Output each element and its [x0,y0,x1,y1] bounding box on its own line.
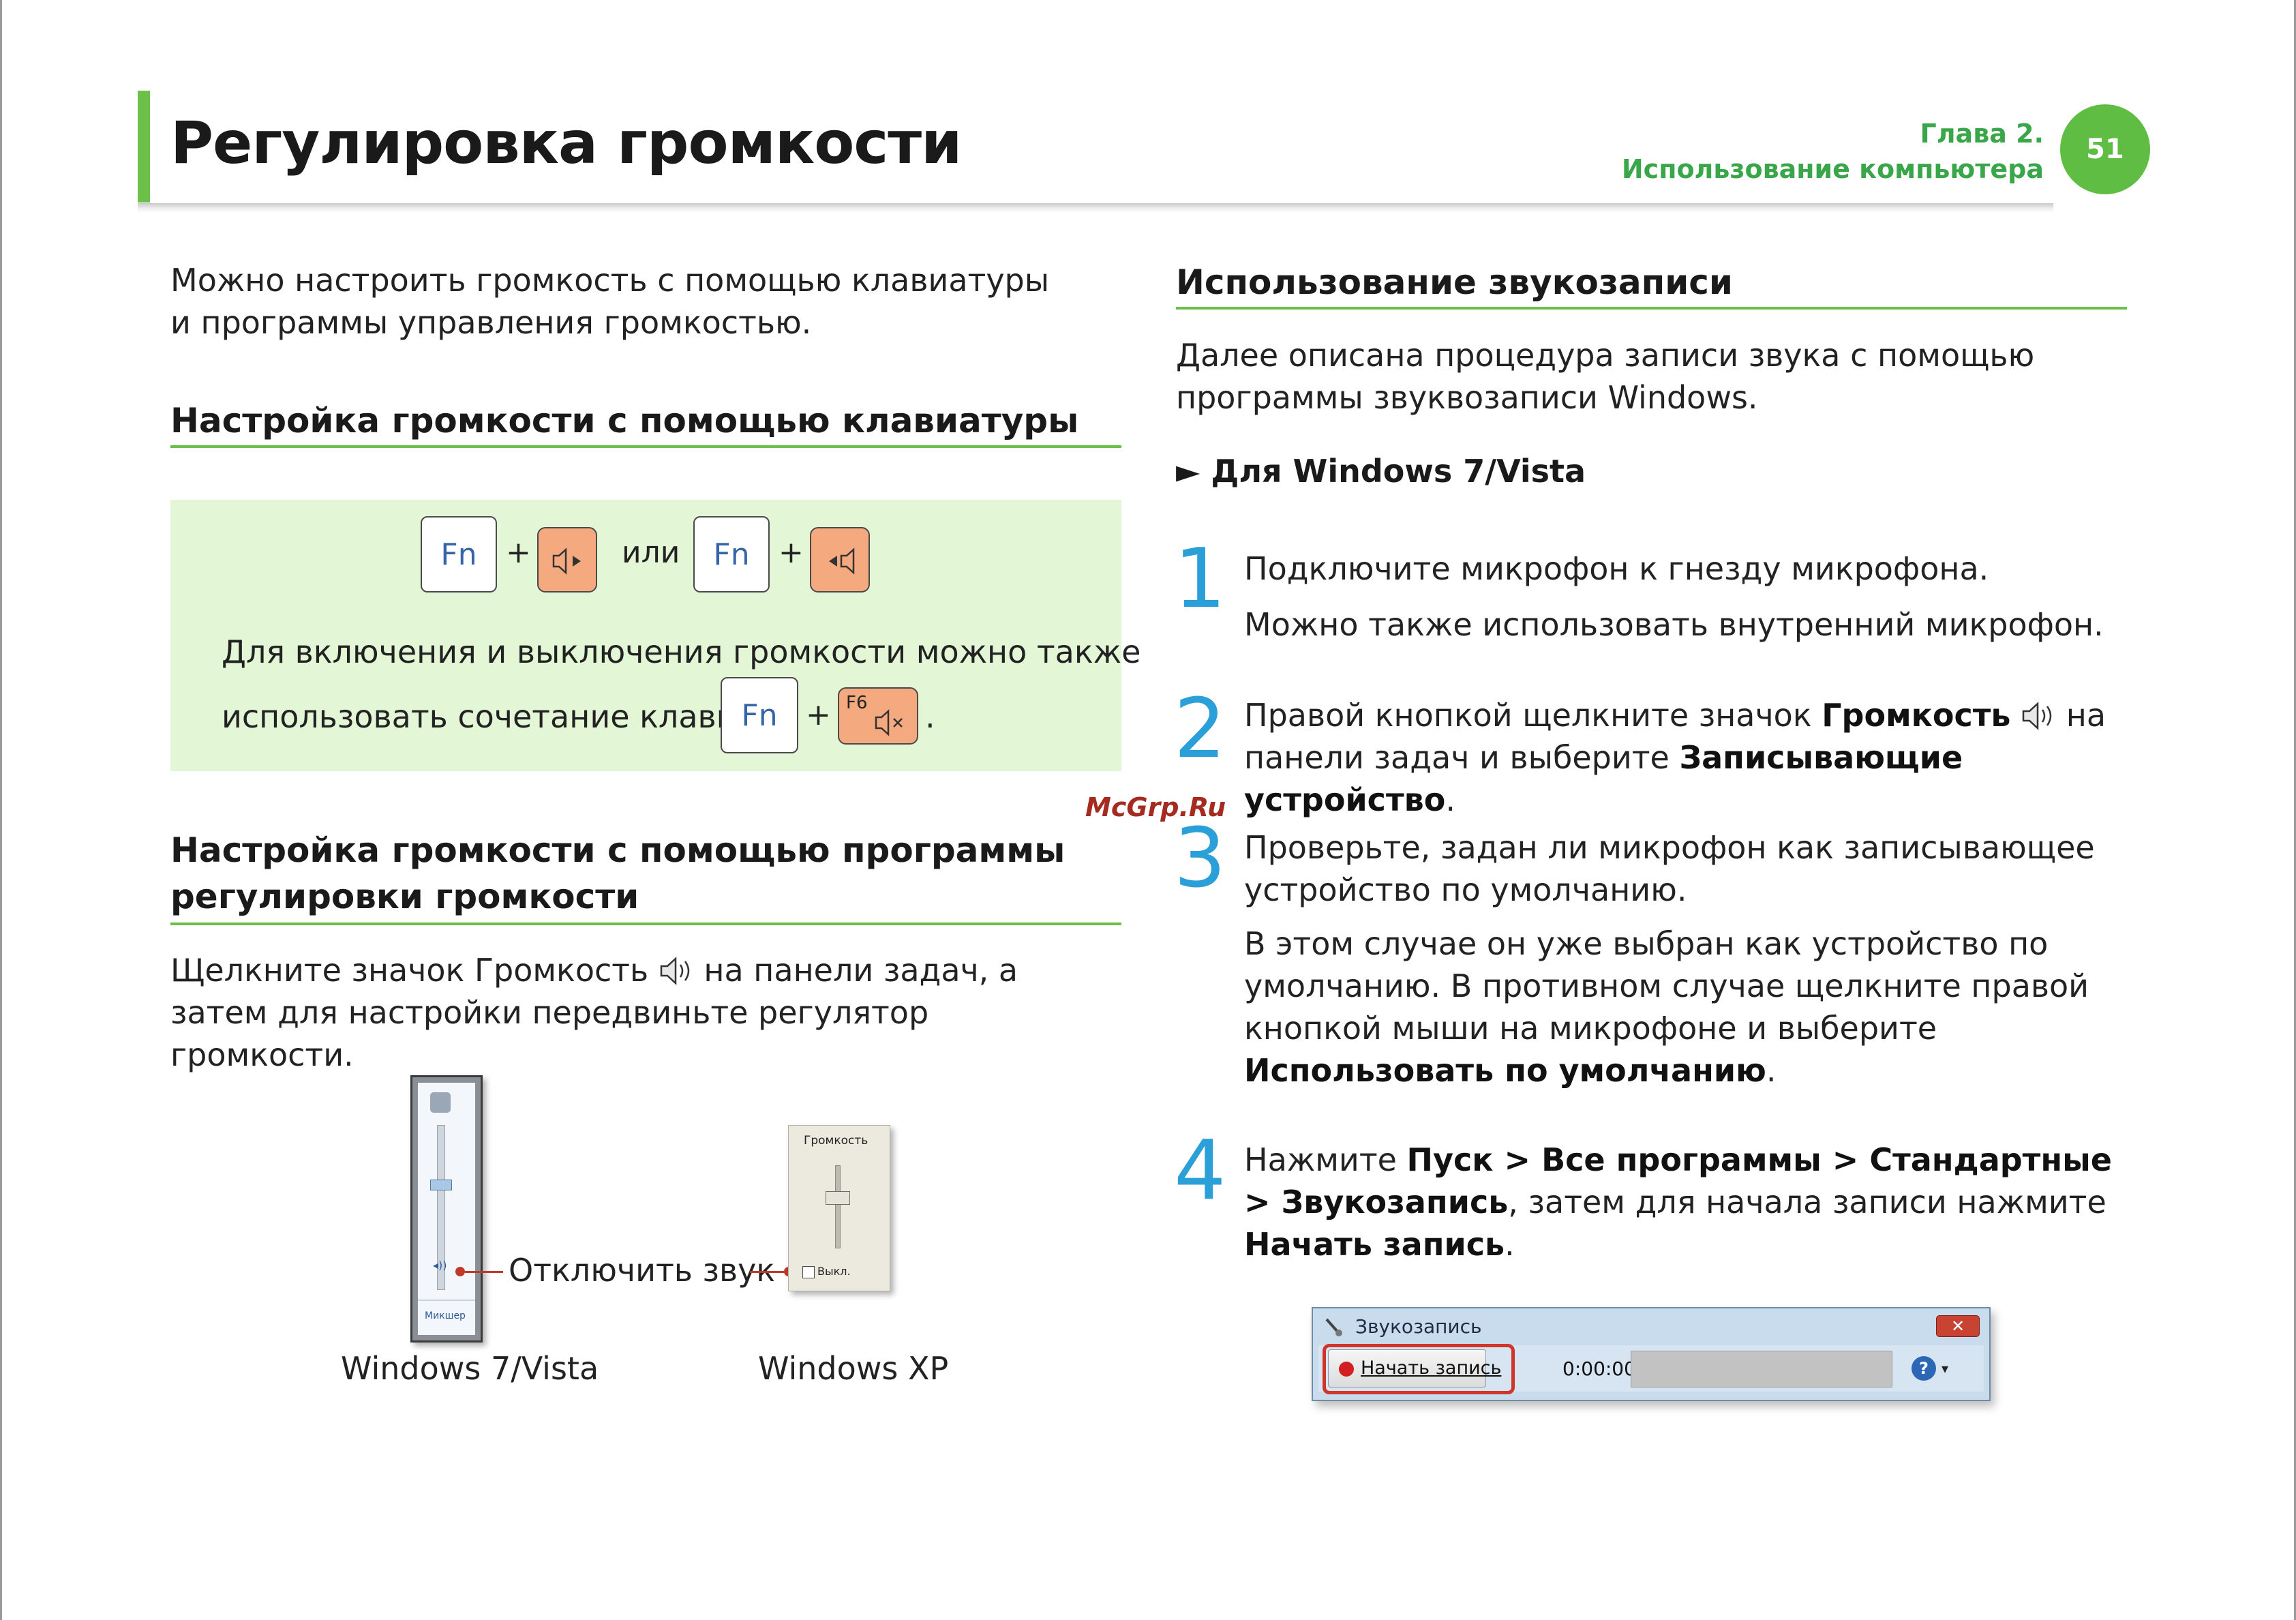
volume-down-key [537,527,597,592]
step-4-text-1: Нажмите [1244,1141,1407,1178]
speaker-icon-step2 [2022,702,2052,730]
step-1-line2: Можно также использовать внутренний микр… [1244,606,2104,643]
volume-down-icon [552,548,581,575]
page-right-edge [2294,0,2296,1620]
step-number-3: 3 [1174,811,1226,906]
start-recording-label: Начать запись [1361,1358,1502,1379]
step-number-4: 4 [1174,1124,1226,1218]
level-meter [1631,1351,1892,1388]
step-4-bold-start: Начать запись [1244,1226,1505,1263]
step-2-text-1: Правой кнопкой щелкните значок [1244,697,1822,734]
volume-program-text-2: на панели задач, а затем для настройки п… [170,952,1018,1073]
step-2-bold-volume: Громкость [1822,697,2011,734]
sound-recorder-window: Звукозапись ✕ Начать запись 0:00:00 ? ▾ [1312,1307,1991,1401]
recorder-title: Звукозапись [1355,1315,1482,1338]
recording-time: 0:00:00 [1562,1358,1636,1380]
section-heading-keyboard: Настройка громкости с помощью клавиатуры [170,401,1079,440]
close-icon[interactable]: ✕ [1936,1315,1980,1337]
f6-label: F6 [846,693,868,713]
winxp-volume-title: Громкость [804,1134,868,1148]
win7-volume-slider[interactable] [430,1180,452,1190]
volume-up-key [810,527,870,592]
callout-line-right [750,1271,788,1273]
start-recording-highlight [1323,1344,1515,1394]
section-rule-program [170,922,1121,925]
mute-text-end: . [925,698,935,735]
mute-icon [875,709,903,736]
win7-mute-icon[interactable]: ◂)) [433,1259,447,1272]
winxp-mute-checkbox[interactable] [802,1266,815,1278]
page-title: Регулировка громкости [170,109,962,177]
section-heading-program-2: регулировки громкости [170,877,639,916]
plus-sign: + [506,535,531,570]
step-number-1: 1 [1174,532,1226,627]
chapter-label: Глава 2. Использование компьютера [1622,116,2044,187]
step-3-bold-default: Использовать по умолчанию [1244,1052,1766,1089]
recording-intro: Далее описана процедура записи звука с п… [1176,337,2035,416]
step-3-text-2: . [1766,1052,1777,1089]
page-left-edge [0,0,2,1620]
callout-line-left [465,1271,503,1273]
winxp-volume-slider[interactable] [826,1191,850,1205]
win7-mixer-divider [418,1300,475,1301]
win7-mixer-link[interactable]: Микшер [425,1310,466,1321]
step-2-text-2: на панели задач и выберите [1244,697,2106,776]
mute-text-line1: Для включения и выключения громкости мож… [222,633,1141,670]
section-rule-keyboard [170,445,1121,448]
title-accent-bar [138,91,150,202]
help-dropdown-arrow[interactable]: ▾ [1942,1360,1949,1377]
step-4-text-2: , затем для начала записи нажмите [1508,1184,2106,1220]
step-3-line1: Проверьте, задан ли микрофон как записыв… [1244,829,2095,908]
help-icon[interactable]: ? [1912,1356,1936,1381]
watermark: McGrp.Ru [1085,792,1226,822]
winxp-caption: Windows XP [758,1350,949,1387]
section-heading-recording: Использование звукозаписи [1176,262,1733,302]
step-2-bold-devices: Записывающие устройство [1244,739,1963,818]
microphone-icon [1325,1318,1342,1336]
step-4-text: Нажмите Пуск > Все программы > Стандартн… [1244,1139,2130,1265]
windows-subheading: ► Для Windows 7/Vista [1176,453,1586,490]
winxp-volume-control: Громкость Выкл. [788,1125,890,1291]
page-number-badge: 51 [2060,104,2150,194]
step-4-bold-path: Пуск > Все программы > Стандартные > Зву… [1244,1141,2112,1220]
win7-volume-track [437,1125,445,1290]
record-dot-icon [1339,1362,1354,1377]
or-label: или [622,535,680,570]
winxp-mute-label: Выкл. [817,1265,851,1278]
step-3-text: В этом случае он уже выбран как устройст… [1244,922,2130,1092]
section-rule-recording [1176,307,2127,310]
fn-key-3: Fn [721,677,798,753]
speaker-device-icon [430,1092,451,1113]
volume-up-icon [829,548,855,575]
chapter-title: Использование компьютера [1621,154,2044,184]
step-1-line1: Подключите микрофон к гнезду микрофона. [1244,550,1989,587]
step-2-text: Правой кнопкой щелкните значок Громкость… [1244,694,2130,821]
plus-sign-3: + [806,698,831,732]
win7-volume-mixer: ◂)) Микшер [410,1075,483,1342]
header-rule [138,203,2053,213]
step-2-text-3: . [1445,781,1455,818]
callout-dot-left [455,1267,465,1276]
start-recording-button[interactable] [1328,1349,1486,1388]
volume-program-paragraph: Щелкните значок Громкость на панели зада… [170,949,1111,1076]
keyboard-shortcut-box [170,500,1121,771]
intro-paragraph: Можно настроить громкость с помощью клав… [170,262,1050,341]
win7-mixer-body [418,1083,475,1335]
section-heading-program-1: Настройка громкости с помощью программы [170,830,1066,870]
plus-sign-2: + [779,535,804,570]
step-4-text-3: . [1505,1226,1515,1263]
f6-mute-key: F6 [838,687,918,745]
mute-text-line2: использовать сочетание клавиш [222,698,766,735]
volume-program-text-1: Щелкните значок Громкость [170,952,649,989]
winxp-volume-track [835,1165,841,1248]
win7-caption: Windows 7/Vista [341,1350,599,1387]
speaker-icon [660,957,690,985]
fn-key-2: Fn [693,516,770,592]
mute-callout-label: Отключить звук [509,1252,776,1289]
step-3-text-1: В этом случае он уже выбран как устройст… [1244,925,2089,1047]
fn-key: Fn [421,516,497,592]
step-number-2: 2 [1174,682,1226,777]
chapter-number: Глава 2. [1920,119,2044,149]
